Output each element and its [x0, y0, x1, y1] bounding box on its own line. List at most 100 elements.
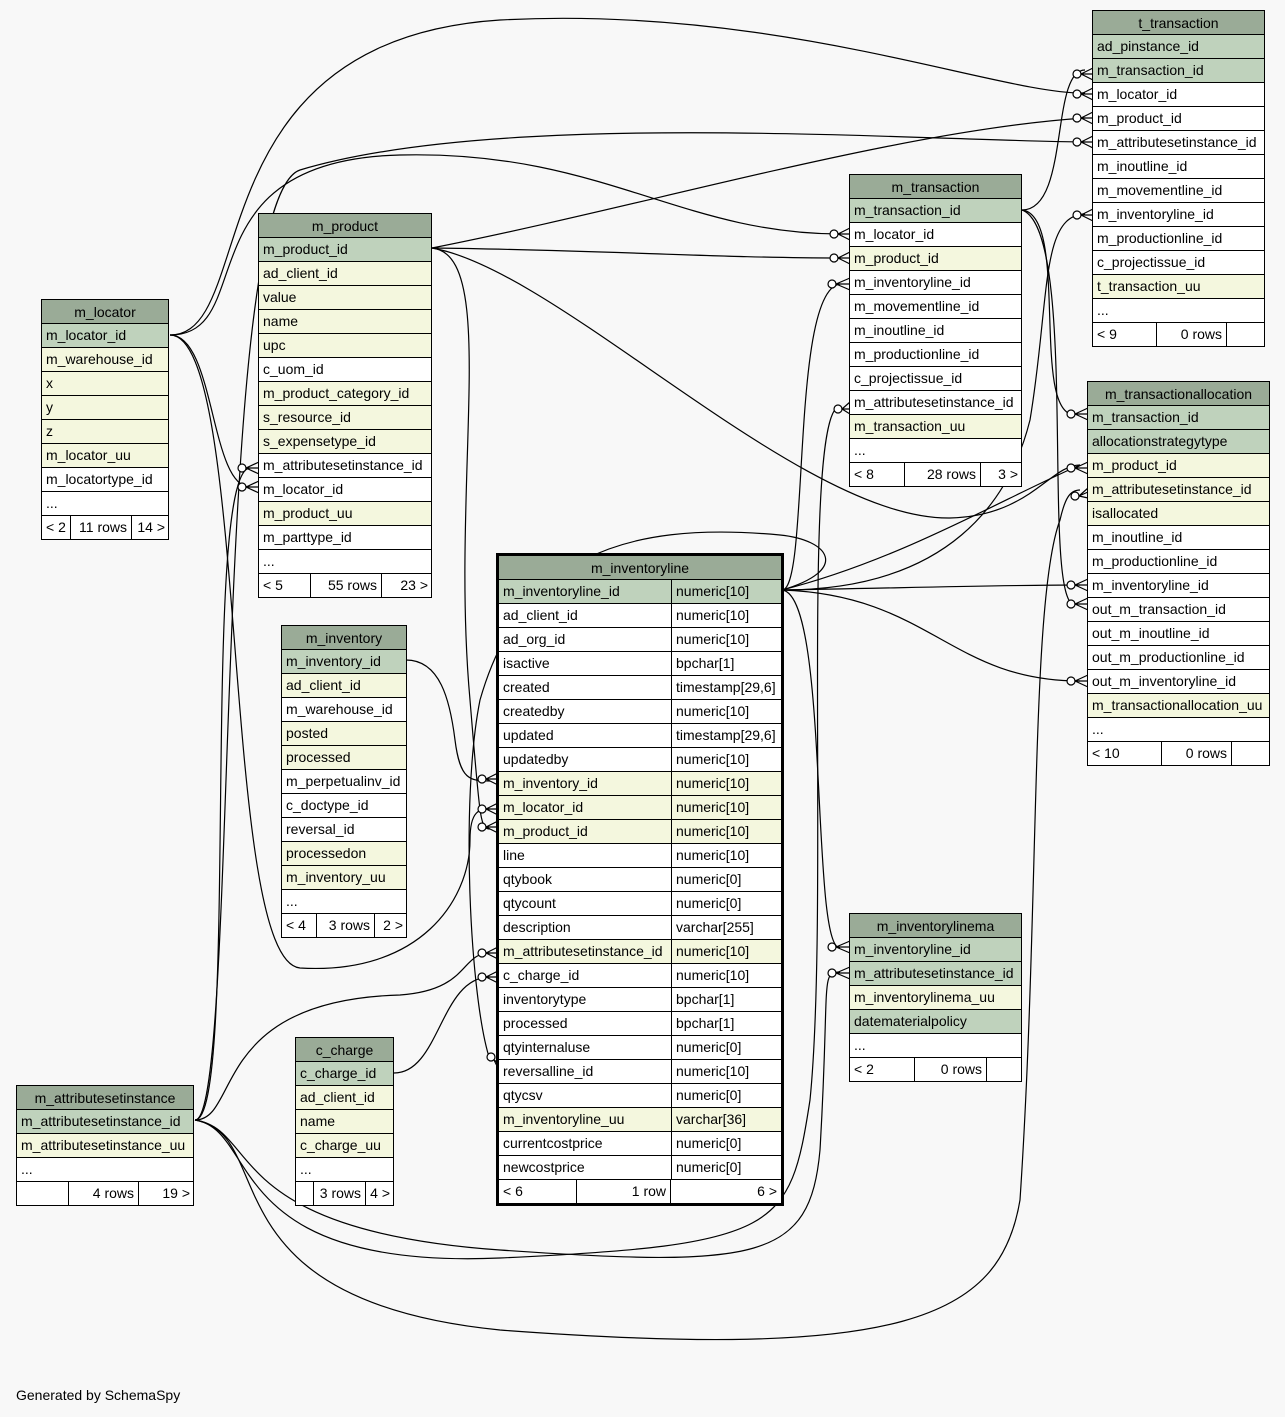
column-row: s_resource_id: [259, 406, 431, 430]
column-row: value: [259, 286, 431, 310]
parents-count: [296, 1182, 314, 1205]
column-name: s_expensetype_id: [263, 433, 376, 449]
column-name: m_attributesetinstance_uu: [21, 1137, 186, 1153]
column-name: m_product_id: [854, 250, 939, 266]
column-row: m_attributesetinstance_uu: [17, 1134, 193, 1158]
column-name: m_locator_id: [503, 799, 584, 815]
column-name: m_locator_id: [46, 327, 127, 343]
column-name: m_inoutline_id: [1092, 529, 1183, 545]
column-name: ad_client_id: [300, 1089, 375, 1105]
parents-count: < 2: [850, 1058, 915, 1081]
column-type: numeric[10]: [671, 700, 781, 723]
column-row: c_charge_id: [296, 1062, 393, 1086]
column-type: numeric[10]: [671, 796, 781, 819]
column-name: out_m_inoutline_id: [1092, 625, 1210, 641]
column-row: name: [259, 310, 431, 334]
column-row: reversal_id: [282, 818, 406, 842]
column-name: c_charge_uu: [300, 1137, 381, 1153]
parents-count: < 9: [1093, 323, 1157, 346]
column-row: ...: [850, 1034, 1021, 1058]
row-count: 4 rows: [69, 1182, 139, 1205]
column-row: t_transaction_uu: [1093, 275, 1264, 299]
column-row: ...: [850, 439, 1021, 463]
column-name: updatedby: [503, 751, 569, 767]
column-name: m_inoutline_id: [854, 322, 945, 338]
column-name: m_warehouse_id: [286, 701, 393, 717]
column-type: numeric[10]: [671, 940, 781, 963]
column-row: m_attributesetinstance_id: [17, 1110, 193, 1134]
column-row: m_movementline_id: [850, 295, 1021, 319]
column-name: m_inventoryline_id: [854, 274, 971, 290]
column-type: numeric[10]: [671, 820, 781, 843]
children-count: 3 >: [998, 466, 1018, 482]
column-row: m_product_id: [1093, 107, 1264, 131]
table-title: m_inventory: [282, 626, 406, 650]
column-name: m_productionline_id: [1097, 230, 1223, 246]
column-name: ...: [46, 495, 58, 511]
column-type: timestamp[29,6]: [671, 676, 781, 699]
column-row: m_inoutline_id: [1093, 155, 1264, 179]
column-row: ad_client_id: [259, 262, 431, 286]
column-row: x: [42, 372, 168, 396]
column-row: m_inoutline_id: [1088, 526, 1269, 550]
column-row: m_product_category_id: [259, 382, 431, 406]
column-row: m_transaction_uu: [850, 415, 1021, 439]
column-row: m_warehouse_id: [282, 698, 406, 722]
column-name: out_m_inventoryline_id: [1092, 673, 1236, 689]
column-row: createdby numeric[10]: [499, 700, 781, 724]
column-name: m_product_category_id: [263, 385, 410, 401]
table-title: t_transaction: [1093, 11, 1264, 35]
column-name: m_inventorylinema_uu: [854, 989, 995, 1005]
column-row: m_locator_id: [42, 324, 168, 348]
children-count: 19 >: [162, 1185, 190, 1201]
column-row: c_charge_id numeric[10]: [499, 964, 781, 988]
column-type: numeric[0]: [671, 1132, 781, 1155]
column-name: c_projectissue_id: [854, 370, 963, 386]
column-name: m_locator_uu: [46, 447, 131, 463]
table-title: m_inventorylinema: [850, 914, 1021, 938]
column-name: m_attributesetinstance_id: [21, 1113, 181, 1129]
edge-inventoryline-to-txalloc-out: [781, 589, 1081, 682]
column-type: varchar[255]: [671, 916, 781, 939]
row-count: 0 rows: [1162, 742, 1232, 765]
column-name: ...: [21, 1161, 33, 1177]
column-name: m_attributesetinstance_id: [1092, 481, 1252, 497]
column-name: m_transaction_uu: [854, 418, 966, 434]
column-row: ...: [1093, 299, 1264, 323]
column-row: upc: [259, 334, 431, 358]
column-type: numeric[10]: [671, 964, 781, 987]
column-row: out_m_inventoryline_id: [1088, 670, 1269, 694]
column-row: m_inventoryline_id: [1088, 574, 1269, 598]
column-row: isallocated: [1088, 502, 1269, 526]
column-name: y: [46, 399, 53, 415]
column-name: createdby: [503, 703, 565, 719]
column-name: out_m_transaction_id: [1092, 601, 1226, 617]
column-type: bpchar[1]: [671, 1012, 781, 1035]
column-row: m_transaction_id: [1088, 406, 1269, 430]
edge-charge-to-inventoryline: [393, 976, 491, 1074]
generated-by-label: Generated by SchemaSpy: [16, 1387, 181, 1403]
column-name: c_charge_id: [503, 967, 580, 983]
parents-count: < 5: [259, 574, 311, 597]
column-row: s_expensetype_id: [259, 430, 431, 454]
column-name: upc: [263, 337, 286, 353]
column-name: inventorytype: [503, 991, 587, 1007]
column-type: numeric[10]: [671, 844, 781, 867]
column-row: m_locator_id: [259, 478, 431, 502]
column-name: m_productionline_id: [854, 346, 980, 362]
column-name: m_attributesetinstance_id: [854, 965, 1014, 981]
children-count: 2 >: [383, 917, 403, 933]
column-name: ad_client_id: [503, 607, 578, 623]
column-name: qtyinternaluse: [503, 1039, 591, 1055]
column-name: ad_client_id: [263, 265, 338, 281]
parents-count: < 8: [850, 463, 905, 486]
